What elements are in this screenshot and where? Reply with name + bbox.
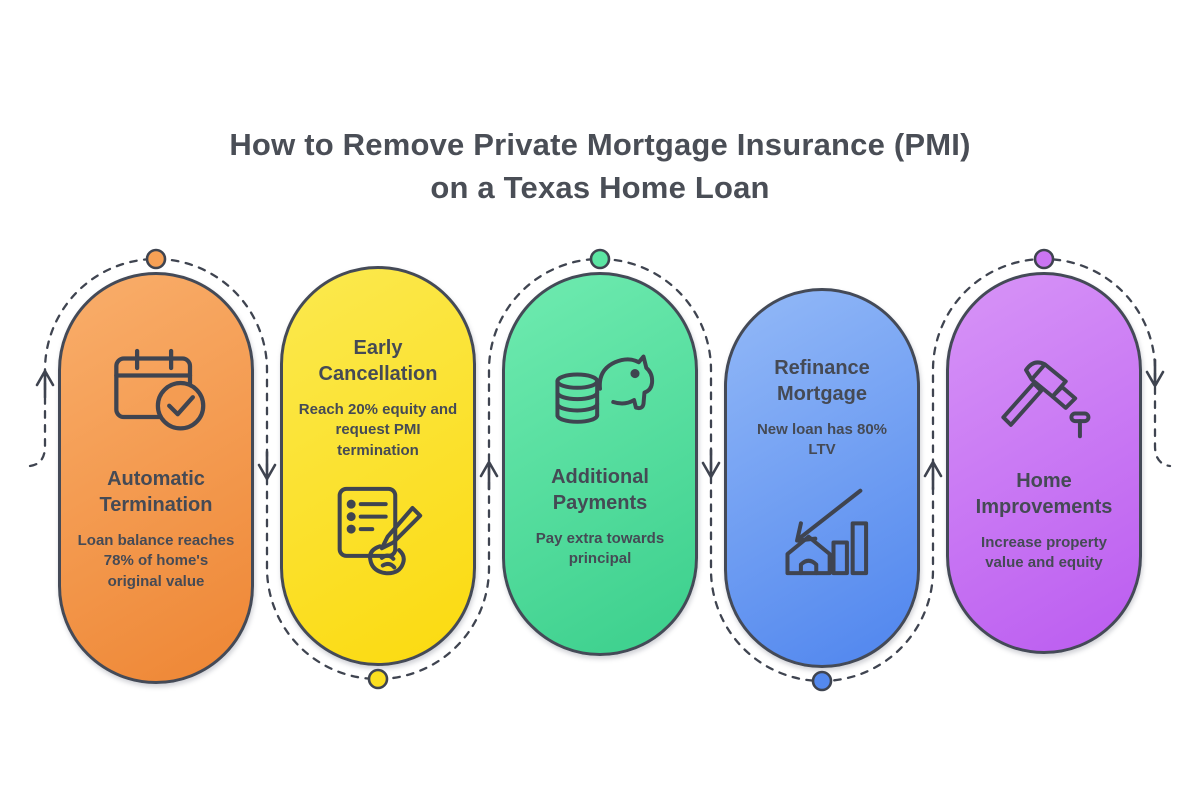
card-automatic-termination: Automatic Termination Loan balance reach… xyxy=(58,272,254,684)
card-description: Reach 20% equity and request PMI termina… xyxy=(298,401,458,459)
card-refinance-mortgage: Refinance Mortgage New loan has 80% LTV xyxy=(724,288,920,668)
flow-dashed-path xyxy=(28,257,1172,683)
card-title: Additional Payments xyxy=(551,466,649,514)
signing-document-icon xyxy=(326,485,430,577)
card-title: Early Cancellation xyxy=(318,337,438,385)
card-description: New loan has 80% LTV xyxy=(756,421,888,459)
card-additional-payments: Additional Payments Pay extra towards pr… xyxy=(502,272,698,656)
arrow-up-icon xyxy=(923,460,943,491)
card-home-improvements: Home Improvements Increase property valu… xyxy=(946,272,1142,654)
step-dot xyxy=(811,670,833,692)
title-line-2: on a Texas Home Loan xyxy=(430,169,770,205)
arrow-up-icon xyxy=(35,369,55,399)
card-title: Automatic Termination xyxy=(99,468,213,516)
card-title: Home Improvements xyxy=(975,470,1113,518)
calendar-check-icon xyxy=(105,347,207,438)
card-title: Refinance Mortgage xyxy=(774,357,870,405)
house-chart-down-icon xyxy=(772,485,872,577)
page-title: How to Remove Private Mortgage Insurance… xyxy=(0,124,1200,210)
card-description: Loan balance reaches 78% of home's origi… xyxy=(77,532,235,590)
arrow-up-icon xyxy=(479,460,499,491)
step-dot xyxy=(145,248,167,270)
piggy-bank-coins-icon xyxy=(545,349,655,436)
arrow-down-icon xyxy=(257,450,277,481)
card-early-cancellation: Early Cancellation Reach 20% equity and … xyxy=(280,266,476,666)
arrow-down-icon xyxy=(701,448,721,479)
step-dot xyxy=(1033,248,1055,270)
title-line-1: How to Remove Private Mortgage Insurance… xyxy=(229,127,971,162)
step-dot xyxy=(589,248,611,270)
step-dot xyxy=(367,668,389,690)
card-description: Pay extra towards principal xyxy=(535,530,665,568)
arrow-down-icon xyxy=(1145,358,1165,388)
hammer-nail-icon xyxy=(992,353,1096,440)
card-description: Increase property value and equity xyxy=(981,534,1107,572)
